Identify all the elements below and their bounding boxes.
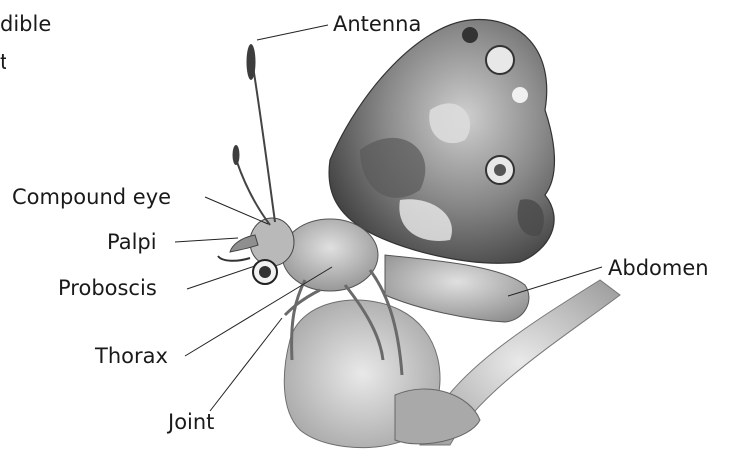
label-palpi: Palpi [107,232,157,253]
label-compound-eye: Compound eye [12,187,171,208]
abdomen-shape [385,255,529,322]
cropped-text-line2: t [0,52,6,73]
butterfly-wings [329,20,554,264]
cropped-text-line1: dible [0,14,51,35]
label-thorax: Thorax [95,346,168,367]
label-joint: Joint [168,412,214,433]
label-abdomen: Abdomen [608,258,709,279]
label-proboscis: Proboscis [58,278,157,299]
antennae [233,44,276,225]
label-antenna: Antenna [333,14,421,35]
thorax-shape [282,219,378,291]
proboscis-shape [218,256,250,261]
